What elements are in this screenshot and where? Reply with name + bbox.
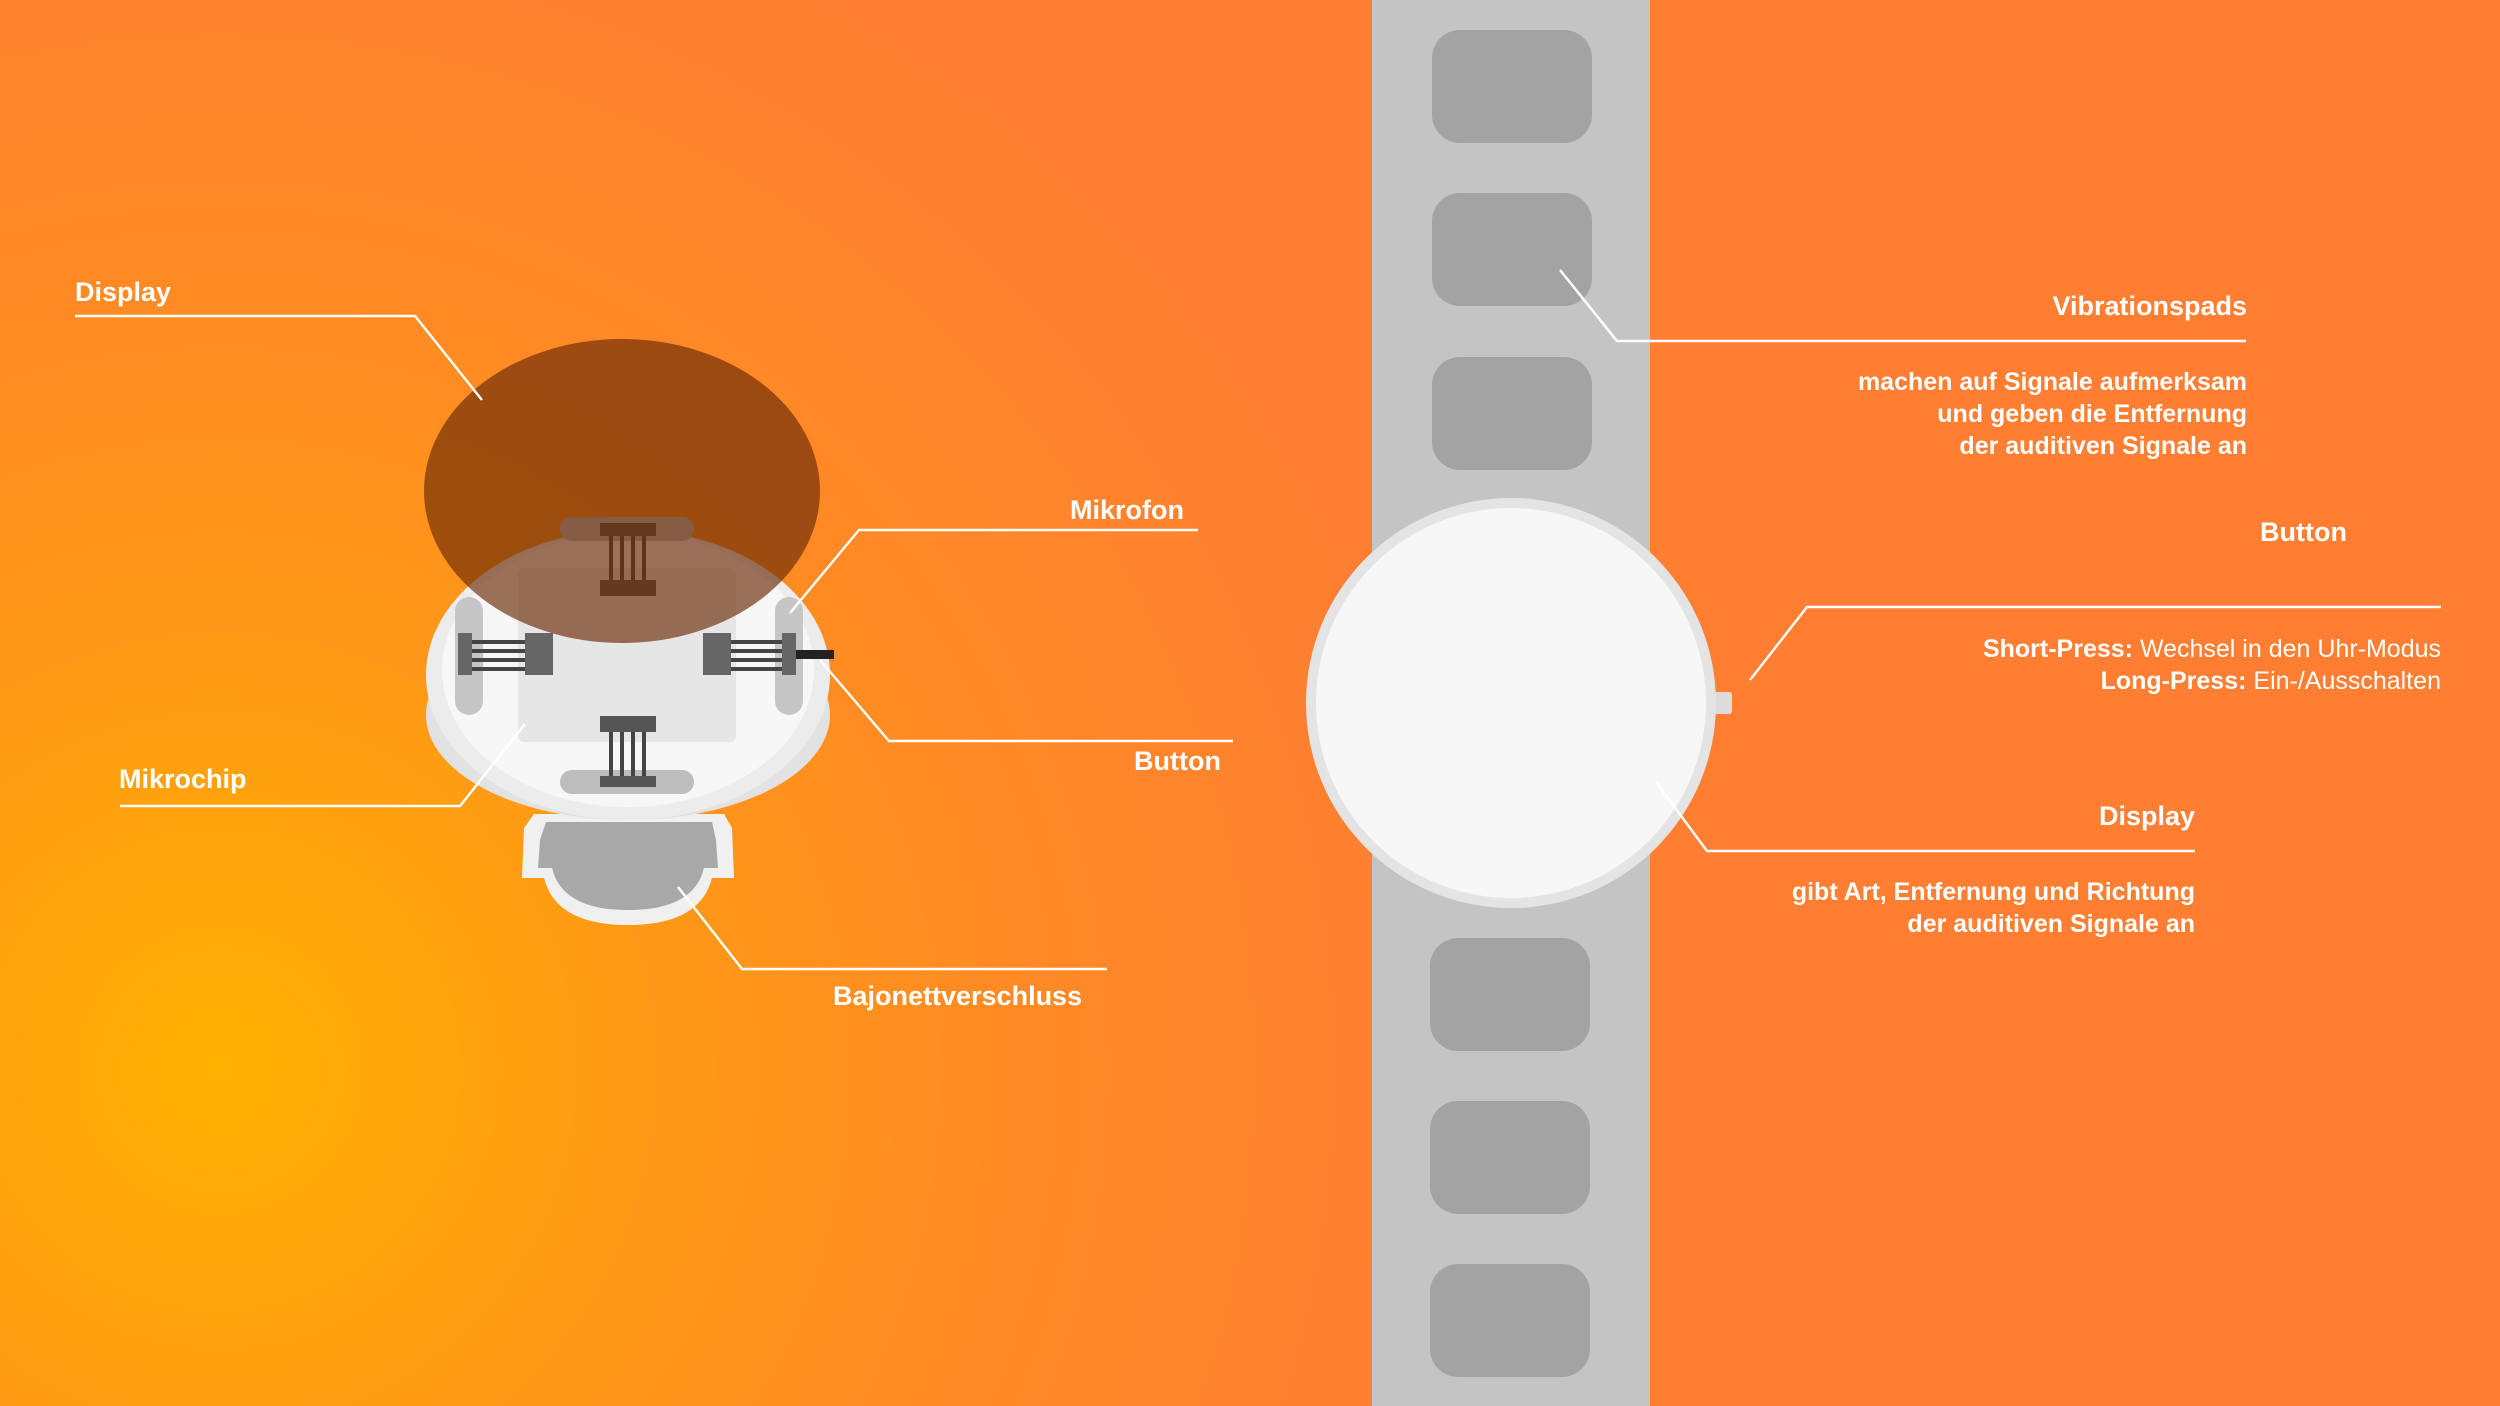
watch-face [1316,508,1706,898]
display-description: gibt Art, Entfernung und Richtung der au… [1792,876,2195,940]
vibrationspads-description: machen auf Signale aufmerksam und geben … [1858,366,2247,462]
mikrofon-label: Mikrofon [1070,495,1184,525]
button-label-right: Button [2260,517,2347,547]
leader-button-left [819,659,1233,743]
leader-display-left [75,314,483,401]
leader-mikrochip [120,723,526,808]
display-label-right: Display [2098,801,2195,831]
mikrochip-label: Mikrochip [119,764,247,794]
button-label-left: Button [1134,746,1221,776]
button-description: Short-Press: Wechsel in den Uhr-Modus Lo… [1983,633,2441,697]
display-label-left: Display [75,277,172,307]
long-press-value: Ein-/Ausschalten [2253,667,2441,695]
leader-display-right [1654,781,2195,853]
connector-bottom [600,716,656,787]
leader-button-right [1749,605,2441,681]
vibrationspads-label: Vibrationspads [2052,291,2247,321]
short-press-key: Short-Press: [1982,635,2133,663]
long-press-line: Long-Press: Ein-/Ausschalten [1983,665,2441,697]
vibration-pad [1432,30,1592,143]
long-press-key: Long-Press: [2100,667,2247,695]
vibrationspads-desc-line: der auditiven Signale an [1959,432,2247,460]
short-press-value: Wechsel in den Uhr-Modus [2139,635,2441,663]
leader-bajonett [677,886,1107,971]
vibrationspads-desc-line: und geben die Entfernung [1937,400,2247,428]
leader-vibrationspads [1559,269,2246,343]
short-press-line: Short-Press: Wechsel in den Uhr-Modus [1983,633,2441,665]
display-desc-line: gibt Art, Entfernung und Richtung [1791,878,2195,906]
connector-right [703,633,834,675]
button-part [796,650,834,659]
display-desc-line: der auditiven Signale an [1907,910,2195,938]
vibration-pad [1432,357,1592,470]
vibration-pad [1430,938,1590,1051]
vibrationspads-desc-line: machen auf Signale aufmerksam [1857,368,2247,396]
bajonett-label: Bajonettverschluss [833,981,1083,1011]
vibration-pads [1430,30,1592,1377]
vibration-pad [1430,1264,1590,1377]
connector-left [458,633,553,675]
leader-mikrofon [789,528,1198,614]
vibration-pad [1430,1101,1590,1214]
vibration-pad [1432,193,1592,306]
display-cover [424,339,820,643]
bajonett-part [522,814,734,925]
